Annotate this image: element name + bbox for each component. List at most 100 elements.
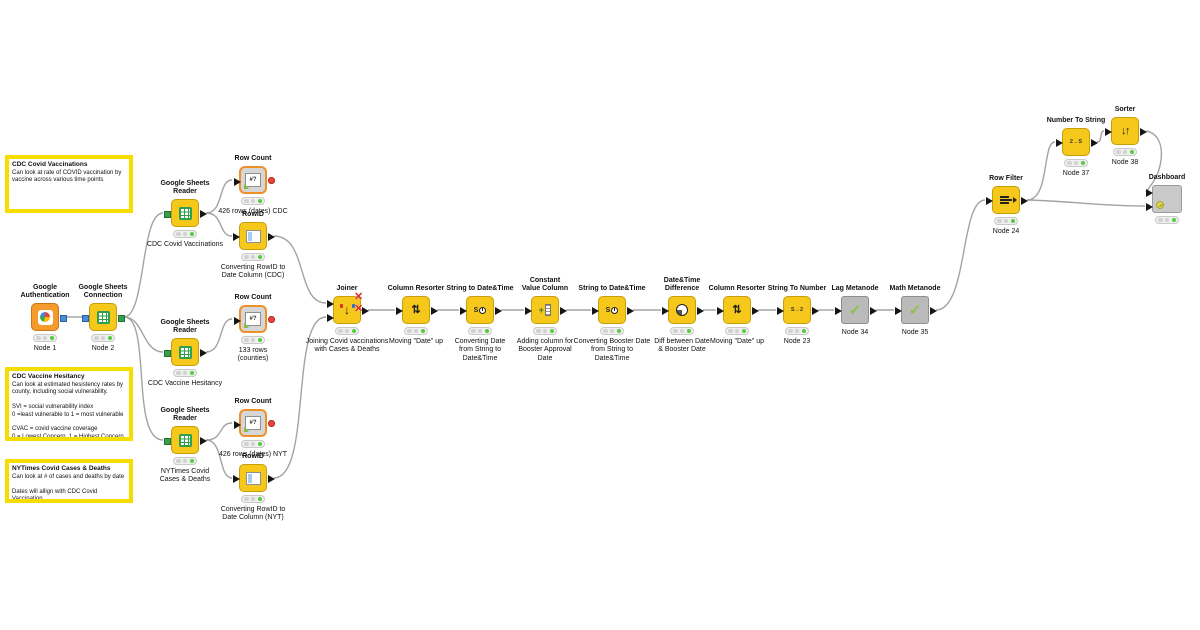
wire-connection-reader1[interactable]	[123, 212, 164, 318]
wire-rowid3-joiner[interactable]	[273, 316, 327, 479]
input-port[interactable]	[234, 420, 241, 429]
wire-numstr-sorter[interactable]	[1096, 130, 1105, 143]
input-port[interactable]	[835, 306, 842, 315]
input-port[interactable]	[460, 306, 467, 315]
node-status-light	[241, 197, 265, 205]
output-port[interactable]	[495, 306, 502, 315]
node-annotation: Moving "Date" up	[710, 338, 764, 345]
wire-rowfilter-dashboard[interactable]	[1026, 199, 1146, 207]
output-port[interactable]	[627, 306, 634, 315]
node-status-light	[241, 253, 265, 261]
output-port[interactable]	[200, 348, 207, 357]
row-count-icon: #?	[243, 173, 261, 189]
node-annotation: 426 rows (dates) NYT	[218, 451, 288, 458]
node-body[interactable]: ↓✕✕	[327, 292, 369, 324]
wire-connection-reader3[interactable]	[123, 316, 164, 441]
output-port[interactable]	[268, 232, 275, 241]
input-port[interactable]	[234, 316, 241, 325]
output-port[interactable]	[268, 474, 275, 483]
node-annotation: 426 rows (dates) CDC	[218, 208, 288, 215]
node-body[interactable]: ⇅	[717, 296, 759, 324]
annotation-cdc-vaccine-hesitancy[interactable]: CDC Vaccine Hesitancy Can look at estima…	[5, 367, 133, 441]
annotation-cdc-covid-vaccinations[interactable]: CDC Covid Vaccinations Can look at rate …	[5, 155, 133, 213]
node-body[interactable]	[164, 426, 207, 454]
input-port[interactable]	[986, 196, 993, 205]
node-body[interactable]	[31, 303, 67, 331]
output-port[interactable]	[60, 314, 67, 322]
node-body[interactable]: ✓	[895, 296, 937, 324]
wire-reader2-rowcount2[interactable]	[205, 318, 233, 353]
output-port[interactable]	[930, 306, 937, 315]
output-port[interactable]	[560, 306, 567, 315]
input-port[interactable]	[592, 306, 599, 315]
input-port[interactable]	[82, 314, 89, 322]
node-body[interactable]: S	[592, 296, 634, 324]
output-port[interactable]	[118, 314, 125, 322]
output-port[interactable]	[812, 306, 819, 315]
output-port[interactable]	[1091, 138, 1098, 147]
node-status-light	[1113, 148, 1137, 156]
node-body[interactable]: #?	[234, 305, 275, 333]
input-port[interactable]	[525, 306, 532, 315]
node-body[interactable]: ⇅	[396, 296, 438, 324]
input-port[interactable]	[327, 299, 334, 308]
input-port[interactable]	[1146, 188, 1153, 197]
node-body[interactable]: #?	[234, 409, 275, 437]
output-port[interactable]	[697, 306, 704, 315]
wire-reader1-rowid1[interactable]	[205, 212, 233, 237]
node-body[interactable]	[164, 338, 207, 366]
input-port[interactable]	[895, 306, 902, 315]
input-port[interactable]	[234, 177, 241, 186]
input-port[interactable]	[717, 306, 724, 315]
node-body[interactable]: 2→S	[1056, 128, 1098, 156]
wire-reader3-rowcount3[interactable]	[205, 422, 233, 441]
input-port[interactable]	[1105, 127, 1112, 136]
input-port[interactable]	[233, 474, 240, 483]
input-port[interactable]	[233, 232, 240, 241]
output-port[interactable]	[1021, 196, 1028, 205]
node-body[interactable]	[82, 303, 125, 331]
node-body[interactable]	[233, 222, 275, 250]
output-port[interactable]	[752, 306, 759, 315]
wire-rowfilter-numstr[interactable]	[1026, 141, 1056, 201]
wire-sorter-dashboard[interactable]	[1145, 130, 1163, 193]
input-port[interactable]	[396, 306, 403, 315]
input-port[interactable]	[164, 349, 171, 357]
node-body[interactable]: #?	[234, 166, 275, 194]
annotation-nytimes-covid[interactable]: NYTimes Covid Cases & Deaths Can look at…	[5, 459, 133, 503]
wire-connection-reader2[interactable]	[123, 316, 164, 353]
output-port[interactable]	[200, 436, 207, 445]
wire-rowid1-joiner[interactable]	[273, 235, 327, 304]
node-body[interactable]	[164, 199, 207, 227]
node-body[interactable]	[986, 186, 1028, 214]
input-port[interactable]	[1146, 202, 1153, 211]
node-annotation: Node 23	[783, 338, 811, 345]
output-port[interactable]	[431, 306, 438, 315]
input-port[interactable]	[1056, 138, 1063, 147]
node-body[interactable]: ✓	[835, 296, 877, 324]
node-status-light	[173, 457, 197, 465]
wire-reader3-rowid3[interactable]	[205, 439, 233, 479]
output-port[interactable]	[870, 306, 877, 315]
node-body[interactable]	[1146, 185, 1182, 213]
node-body[interactable]	[233, 464, 275, 492]
column-resorter-icon: ⇅	[732, 303, 742, 316]
input-port[interactable]	[327, 313, 334, 322]
node-title: Row Filter	[989, 174, 1023, 182]
node-body[interactable]: ↓↑	[1105, 117, 1147, 145]
output-port[interactable]	[200, 209, 207, 218]
output-port[interactable]	[362, 306, 369, 315]
input-port[interactable]	[164, 437, 171, 445]
wire-reader1-rowcount1[interactable]	[205, 179, 233, 214]
input-port[interactable]	[164, 210, 171, 218]
input-port[interactable]	[662, 306, 669, 315]
node-body[interactable]	[662, 296, 704, 324]
output-port[interactable]	[1140, 127, 1147, 136]
input-port[interactable]	[777, 306, 784, 315]
node-body[interactable]: S	[460, 296, 502, 324]
node-body[interactable]: +	[525, 296, 567, 324]
node-body[interactable]: S→2	[777, 296, 819, 324]
wire-math-rowfilter[interactable]	[935, 199, 986, 311]
